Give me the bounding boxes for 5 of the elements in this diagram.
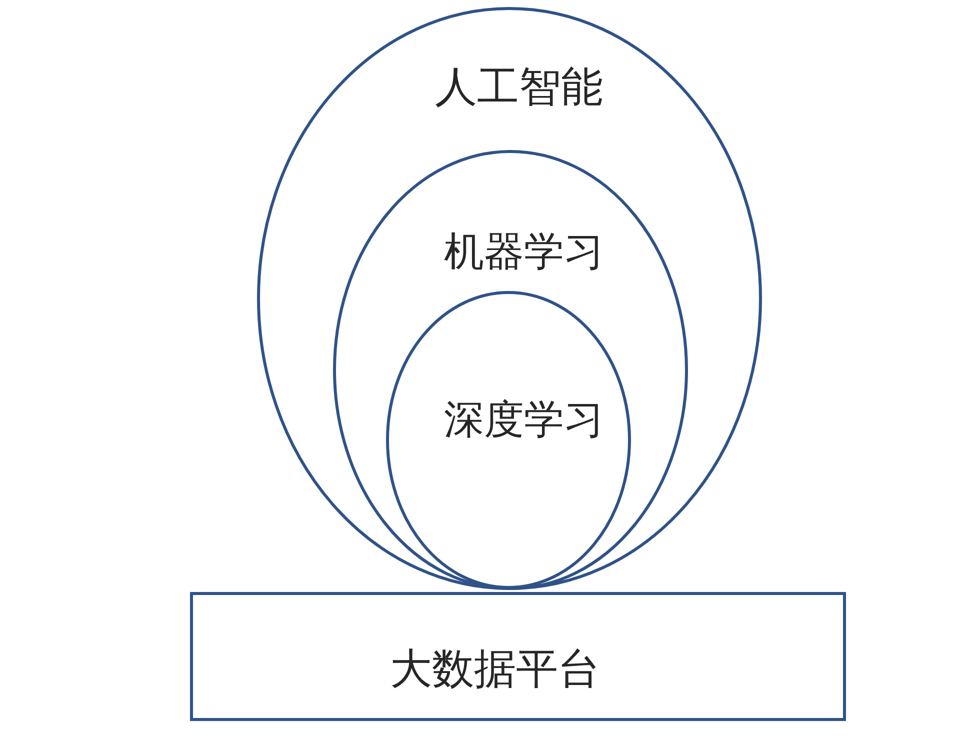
label: 机器学习 (444, 232, 604, 272)
label: 大数据平台 (390, 648, 600, 690)
platform-box (190, 592, 846, 721)
label: 人工智能 (435, 66, 603, 108)
label: 深度学习 (444, 400, 604, 440)
